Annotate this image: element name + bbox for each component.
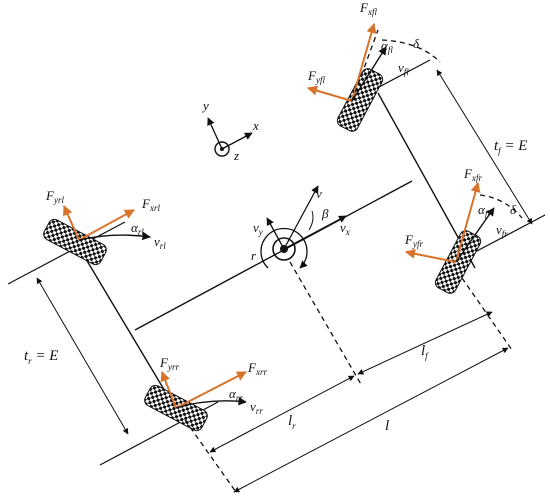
force-arrow-fy-rr: [160, 371, 177, 409]
force-arrow-fx-fl: [351, 23, 377, 102]
vx-arrow: [283, 215, 347, 250]
beta-label: β: [321, 206, 329, 221]
force-arrow-fy-fr: [405, 248, 457, 263]
lr-label: lr: [288, 413, 296, 431]
fx-rr-label: Fxrr: [247, 360, 267, 377]
fx-rl-label: Fxrl: [141, 196, 160, 213]
yaw-rate-arc: [260, 227, 308, 269]
vy-arrow: [266, 217, 285, 250]
dim-l: [233, 347, 509, 493]
frame-z-label: z: [233, 148, 239, 163]
delta-arc-fl: [381, 39, 441, 63]
cg-circle: [272, 237, 296, 261]
vy-label: vy: [253, 220, 263, 237]
tire-front-left: [336, 68, 384, 132]
vehicle-centerline: [134, 180, 413, 331]
ext-rear: [184, 419, 237, 493]
v-fl-label: vfl: [398, 60, 409, 77]
fx-fl-label: Fxfl: [359, 0, 377, 17]
left-track-line: [7, 221, 126, 285]
v-rl-label: vrl: [154, 234, 166, 251]
vx-label: vx: [340, 220, 350, 237]
alpha-rl-label: αrl: [131, 220, 144, 237]
force-arrow-fy-rl: [63, 205, 80, 241]
rear-axle: [76, 243, 179, 414]
force-arrow-fy-fl: [307, 85, 353, 102]
frame-origin-icon: [214, 141, 230, 157]
lf-label: lf: [421, 343, 429, 361]
velocity-arrow-fl: [351, 46, 387, 102]
tire-front-right: [434, 230, 482, 294]
fx-fr-label: Fxfr: [463, 166, 482, 183]
r-label: r: [251, 248, 257, 263]
v-arrow: [283, 185, 319, 250]
tr-label: tr = E: [24, 348, 58, 366]
v-rr-label: vrr: [250, 399, 263, 416]
frame-y-label: y: [201, 98, 209, 113]
fy-rl-label: Fyrl: [45, 188, 64, 205]
alpha-fr-label: αfr: [478, 202, 491, 219]
fy-fl-label: Fyfl: [307, 68, 325, 85]
ext-cg: [289, 261, 363, 387]
frame-y-axis: [207, 117, 223, 150]
dim-tr: [36, 277, 129, 435]
l-label: l: [385, 418, 389, 434]
fy-fr-label: Fyfr: [404, 232, 423, 249]
tf-label: tf = E: [494, 138, 527, 156]
v-fr-label: vfr: [496, 222, 508, 239]
heading-line-fl: [351, 29, 379, 102]
fy-rr-label: Fyrr: [159, 355, 179, 372]
delta-fl-label: δ: [413, 36, 420, 51]
delta-fr-label: δ: [510, 202, 517, 217]
dim-tf: [436, 69, 533, 225]
beta-arc: [308, 210, 314, 231]
alpha-fl-label: αfl: [381, 38, 393, 55]
frame-x-axis: [221, 132, 253, 150]
tire-rear-left: [43, 218, 107, 266]
v-label: v: [316, 186, 322, 201]
frame-x-label: x: [252, 118, 259, 133]
force-arrow-fx-rl: [78, 209, 135, 241]
ext-front: [461, 277, 513, 351]
velocity-arrow-rl: [78, 231, 151, 241]
alpha-rr-label: αrr: [229, 386, 243, 403]
